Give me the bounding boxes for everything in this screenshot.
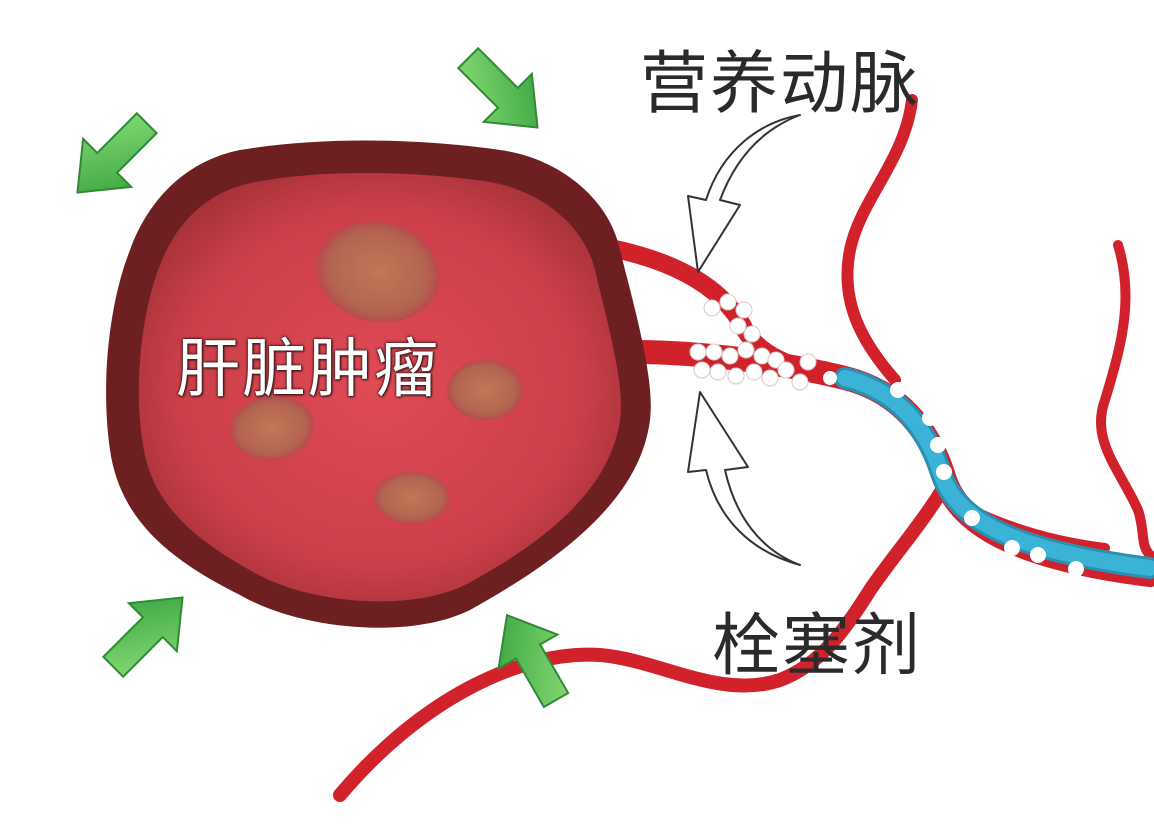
tumor-body [138, 172, 621, 602]
tumor-nodule [230, 395, 314, 461]
lower-branch [333, 478, 952, 802]
curved-arrow-icon [687, 114, 801, 273]
embolic-stream [823, 367, 1154, 579]
green-arrow-icon [101, 596, 184, 679]
top-vessel [841, 94, 918, 386]
green-arrow-icon [456, 46, 539, 129]
tumor-nodule [447, 360, 523, 420]
green-arrow-icon [76, 111, 159, 194]
tumor-label: 肝脏肿瘤 [176, 333, 440, 407]
right-vessel [1095, 240, 1154, 560]
green-arrow-icon [497, 613, 570, 709]
feeding-artery-label: 营养动脉 [640, 45, 921, 124]
tumor-nodule [374, 472, 450, 524]
curved-arrow-icon [687, 391, 801, 566]
embolic-agent-label: 栓塞剂 [712, 607, 923, 686]
tumor-nodule [316, 221, 440, 323]
liver-tumor [106, 140, 651, 628]
embolic-particles [689, 293, 817, 391]
stream-particles [823, 371, 1084, 577]
